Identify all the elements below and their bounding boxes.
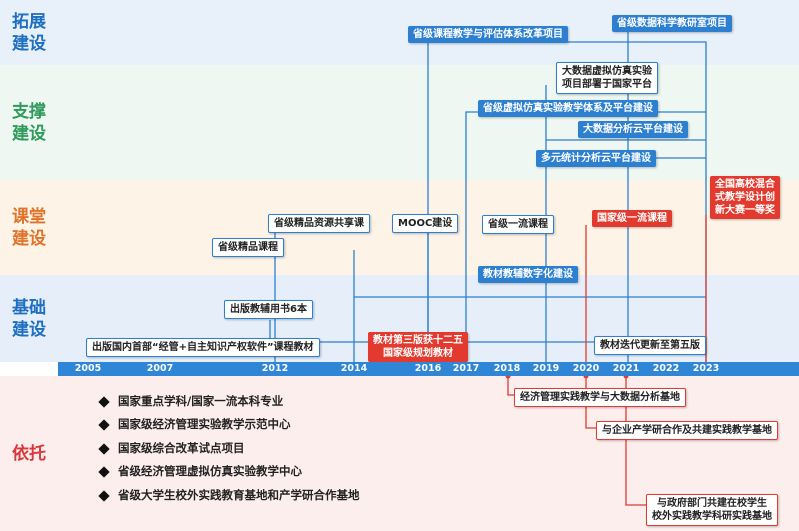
event-gov-base: 与政府部门共建在校学生 校外实践教学科研实践基地 bbox=[646, 494, 778, 526]
basis-item-label: 省级经济管理虚拟仿真实验教学中心 bbox=[118, 464, 302, 478]
band-expand bbox=[0, 0, 799, 65]
basis-item-label: 省级大学生校外实践教育基地和产学研合作基地 bbox=[118, 488, 360, 502]
diamond-bullet-icon bbox=[98, 465, 110, 478]
diamond-bullet-icon bbox=[98, 395, 110, 408]
event-multi-cloud: 多元统计分析云平台建设 bbox=[536, 150, 656, 167]
year-label: 2005 bbox=[74, 363, 102, 374]
year-label: 2021 bbox=[612, 363, 640, 374]
year-label: 2018 bbox=[493, 363, 521, 374]
basis-item-label: 国家重点学科/国家一流本科专业 bbox=[118, 394, 284, 408]
basis-item: 省级大学生校外实践教育基地和产学研合作基地 bbox=[98, 487, 360, 503]
event-guidebooks: 出版教辅用书6本 bbox=[224, 300, 313, 319]
event-fifth-edition: 教材迭代更新至第五版 bbox=[594, 336, 706, 355]
diamond-bullet-icon bbox=[98, 418, 110, 431]
event-award: 全国高校混合 式教学设计创 新大赛一等奖 bbox=[710, 176, 780, 219]
basis-item: 国家级综合改革试点项目 bbox=[98, 440, 245, 456]
event-practice-base: 经济管理实践教学与大数据分析基地 bbox=[514, 388, 686, 407]
event-first-textbook: 出版国内首部“经管+自主知识产权软件”课程教材 bbox=[86, 338, 320, 357]
event-digital-materials: 教材教辅数字化建设 bbox=[478, 266, 578, 283]
year-label: 2023 bbox=[692, 363, 720, 374]
event-reform-project: 省级课程教学与评估体系改革项目 bbox=[408, 26, 568, 43]
year-label: 2019 bbox=[532, 363, 560, 374]
band-label-foundation: 基础 建设 bbox=[12, 297, 46, 340]
basis-item: 国家重点学科/国家一流本科专业 bbox=[98, 393, 284, 409]
event-virtual-sim: 省级虚拟仿真实验教学体系及平台建设 bbox=[478, 100, 658, 117]
diamond-bullet-icon bbox=[98, 442, 110, 455]
event-planned-textbook: 教材第三版获十二五 国家级规划教材 bbox=[368, 332, 468, 362]
basis-item-label: 国家级综合改革试点项目 bbox=[118, 441, 245, 455]
band-label-support: 支撑 建设 bbox=[12, 101, 46, 144]
year-label: 2022 bbox=[652, 363, 680, 374]
diamond-bullet-icon bbox=[98, 489, 110, 502]
event-bigdata-cloud: 大数据分析云平台建设 bbox=[578, 121, 688, 138]
year-label: 2012 bbox=[261, 363, 289, 374]
band-label-classroom: 课堂 建设 bbox=[12, 206, 46, 249]
year-label: 2007 bbox=[146, 363, 174, 374]
year-label: 2016 bbox=[414, 363, 442, 374]
event-quality-course: 省级精品课程 bbox=[212, 238, 284, 257]
event-national-first: 国家级一流课程 bbox=[592, 210, 672, 227]
year-label: 2014 bbox=[340, 363, 368, 374]
event-ds-lab: 省级数据科学教研室项目 bbox=[612, 15, 732, 32]
band-label-expand: 拓展 建设 bbox=[12, 11, 46, 54]
event-enterprise-base: 与企业产学研合作及共建实践教学基地 bbox=[596, 421, 778, 440]
timeline-axis bbox=[58, 362, 799, 376]
event-shared-course: 省级精品资源共享课 bbox=[268, 214, 370, 233]
basis-item-label: 国家级经济管理实验教学示范中心 bbox=[118, 417, 291, 431]
event-mooc: MOOC建设 bbox=[392, 214, 459, 233]
year-label: 2020 bbox=[572, 363, 600, 374]
event-first-course: 省级一流课程 bbox=[482, 215, 554, 234]
event-bigdata-sim: 大数据虚拟仿真实验 项目部署于国家平台 bbox=[556, 62, 658, 94]
year-label: 2017 bbox=[452, 363, 480, 374]
band-label-basis: 依托 bbox=[12, 443, 46, 464]
basis-item: 国家级经济管理实验教学示范中心 bbox=[98, 416, 291, 432]
basis-item: 省级经济管理虚拟仿真实验教学中心 bbox=[98, 463, 302, 479]
